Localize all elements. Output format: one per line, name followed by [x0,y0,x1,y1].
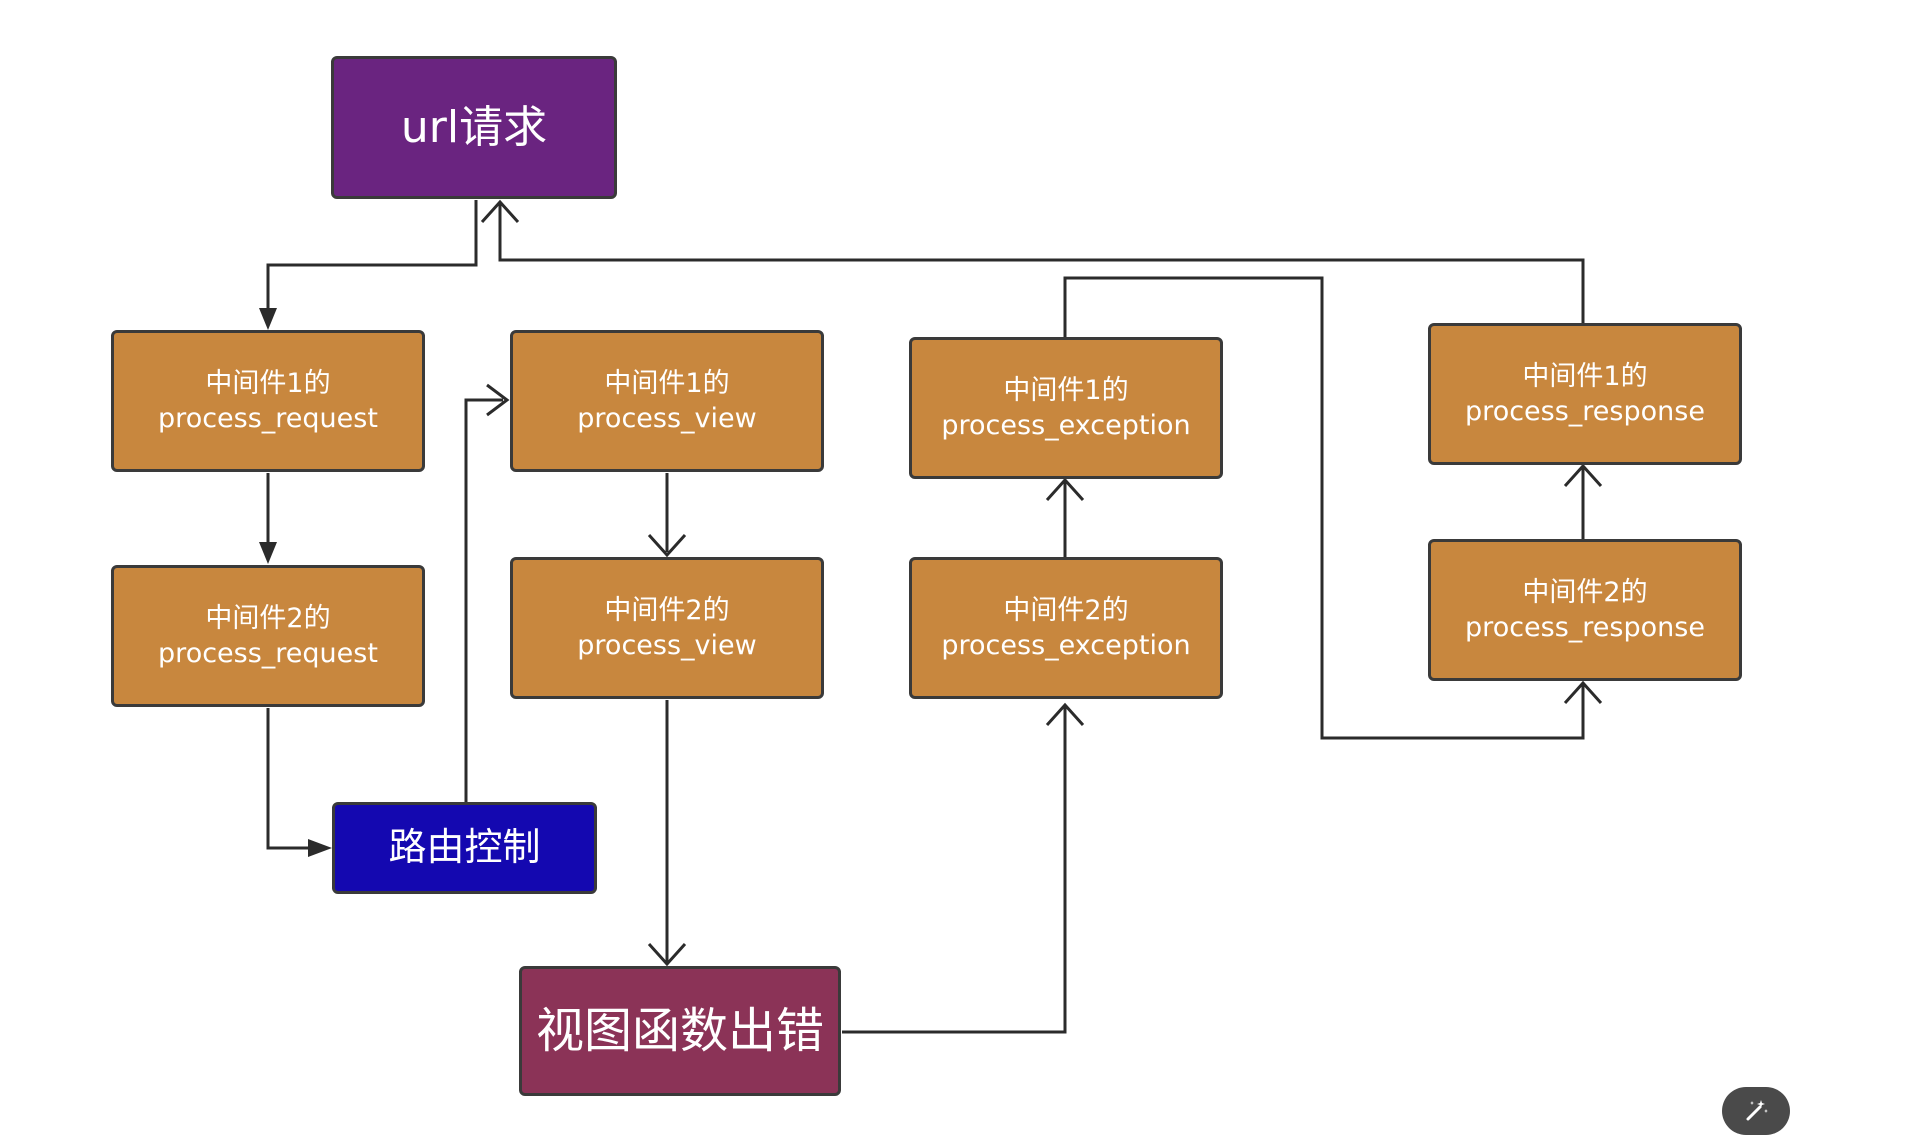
node-line1: 中间件2的 [1003,594,1129,626]
edge-url-to-mw1-request [266,200,478,308]
edge-route-to-mw1-view [464,398,503,802]
node-line1: 中间件1的 [1003,374,1129,406]
arrowhead-open [647,942,687,967]
arrowhead-filled [259,542,277,564]
edge-mw1-exception-to-mw2-response [1063,276,1585,740]
node-line1: 中间件1的 [1522,360,1648,392]
node-line2: process_response [1465,396,1705,427]
magic-wand-button[interactable] [1722,1087,1790,1135]
arrowhead-open [1563,680,1603,705]
node-line2: process_exception [941,630,1191,661]
node-mw1-process-request: 中间件1的 process_request [111,330,425,472]
node-line1: 中间件2的 [604,594,730,626]
node-line1: 中间件1的 [205,367,331,399]
node-line2: process_exception [941,410,1191,441]
arrowhead-filled [308,839,332,857]
arrowhead-open [1045,702,1085,727]
arrowhead-open [1563,463,1603,488]
edge-view-error-to-mw2-exception [842,705,1067,1034]
node-route-control: 路由控制 [332,802,597,894]
node-line1: 中间件2的 [205,602,331,634]
node-line2: process_view [577,403,757,434]
node-mw2-process-response: 中间件2的 process_response [1428,539,1742,681]
arrowhead-filled [259,308,277,330]
node-mw2-process-view: 中间件2的 process_view [510,557,824,699]
node-line2: process_response [1465,612,1705,643]
node-line2: process_request [158,403,378,434]
node-line1: 中间件1的 [604,367,730,399]
edge-mw1-response-to-url [498,202,1585,325]
node-mw1-process-exception: 中间件1的 process_exception [909,337,1223,479]
node-line2: process_view [577,630,757,661]
node-url-request-label: url请求 [400,101,548,153]
node-url-request: url请求 [331,56,617,199]
arrowhead-open [486,383,510,417]
node-mw2-process-exception: 中间件2的 process_exception [909,557,1223,699]
edge-mw2-request-to-route [266,708,313,850]
node-mw1-process-response: 中间件1的 process_response [1428,323,1742,465]
node-mw1-process-view: 中间件1的 process_view [510,330,824,472]
node-mw2-process-request: 中间件2的 process_request [111,565,425,707]
node-view-function-error: 视图函数出错 [519,966,841,1096]
arrowhead-open [647,533,687,558]
magic-wand-icon [1746,1100,1768,1121]
arrowhead-open [1045,477,1085,502]
node-view-function-error-label: 视图函数出错 [535,1002,824,1059]
node-line1: 中间件2的 [1522,576,1648,608]
node-line2: process_request [158,638,378,669]
node-route-control-label: 路由控制 [388,825,541,870]
arrowhead-open [480,199,520,224]
